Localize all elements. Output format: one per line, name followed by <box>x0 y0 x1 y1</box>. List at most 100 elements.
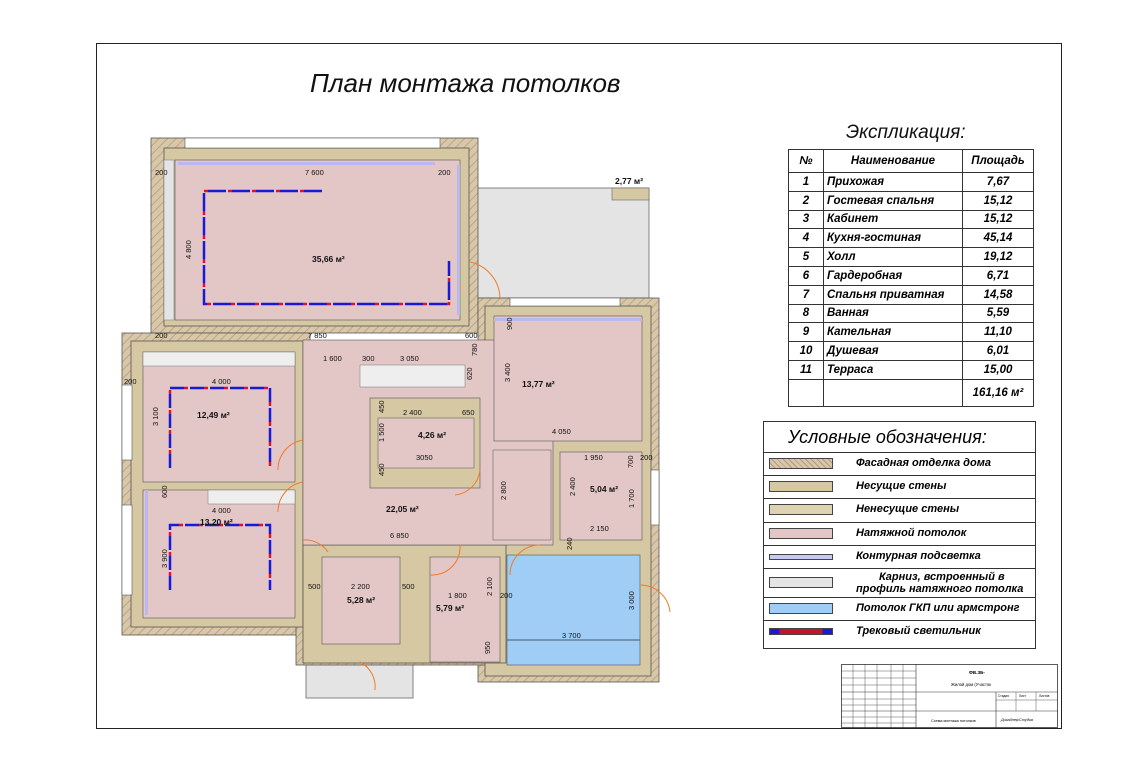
contour-private <box>494 318 642 321</box>
stamp-object: Жилой дом (Участок <box>951 682 991 687</box>
legend-item-contour: Контурная подсветка <box>764 546 1035 569</box>
cornice-guest <box>142 351 296 367</box>
stamp-stage-label: Стадия <box>998 694 1009 698</box>
window-top <box>184 137 441 149</box>
col-name: Наименование <box>823 149 963 173</box>
dim: 500 <box>402 582 415 591</box>
dim: 3 050 <box>400 354 419 363</box>
dim: 2 400 <box>403 408 422 417</box>
dim: 300 <box>362 354 375 363</box>
room-living <box>174 159 461 321</box>
dim: 200 <box>438 168 451 177</box>
room-hall-east <box>492 449 552 541</box>
contour-living-right <box>457 165 460 315</box>
terrace-step <box>611 187 650 201</box>
swatch-stretch <box>769 527 833 539</box>
dim: 950 <box>483 641 492 654</box>
room-gkp <box>506 554 641 666</box>
cornice-cabinet <box>207 489 296 505</box>
window-left-cabinet <box>121 504 133 596</box>
area-terrace: 2,77 м² <box>615 176 643 186</box>
dim: 4 000 <box>212 377 231 386</box>
legend-item-bearing: Несущие стены <box>764 476 1035 500</box>
dim: 3 000 <box>627 591 636 610</box>
swatch-nonbearing <box>769 504 833 516</box>
stamp-sheet-name: Схема монтажа потолков <box>931 719 976 723</box>
area-private: 13,77 м² <box>522 379 555 389</box>
contour-cabinet <box>145 490 148 615</box>
dim: 2 150 <box>590 524 609 533</box>
dim: 600 <box>465 331 478 340</box>
area-boiler: 5,04 м² <box>590 484 618 494</box>
track-light-guest <box>168 386 272 468</box>
drawing-frame <box>96 43 1062 729</box>
swatch-facade <box>769 458 833 469</box>
dim: 3050 <box>416 453 433 462</box>
legend-title: Условные обозначения: <box>764 422 1035 453</box>
dim: 200 <box>155 331 168 340</box>
dim: 4 050 <box>552 427 571 436</box>
dim: 2 400 <box>568 477 577 496</box>
window-private <box>509 297 621 307</box>
area-bathroom: 5,28 м² <box>347 595 375 605</box>
page-title: План монтажа потолков <box>310 68 621 98</box>
legend-item-track: Трековый светильник <box>764 621 1035 643</box>
area-hall: 22,05 м² <box>386 504 419 514</box>
col-number: № <box>788 149 824 173</box>
terrace-area <box>472 187 650 299</box>
dim: 2 800 <box>499 481 508 500</box>
explication-title: Экспликация: <box>846 122 966 143</box>
dim: 500 <box>308 582 321 591</box>
dim: 450 <box>377 400 386 413</box>
room-boiler <box>559 451 643 541</box>
dim: 650 <box>462 408 475 417</box>
dim: 3 100 <box>151 407 160 426</box>
track-light-living <box>202 189 451 306</box>
dim: 600 <box>160 485 169 498</box>
legend-item-cornice: Карниз, встроенный в профиль натяжного п… <box>764 569 1035 598</box>
dim: 7 850 <box>308 331 327 340</box>
dim: 7 600 <box>305 168 324 177</box>
hall-cornice <box>359 364 466 388</box>
dim: 1 500 <box>377 423 386 442</box>
area-cabinet: 13,20 м² <box>200 517 233 527</box>
dim: 2 200 <box>351 582 370 591</box>
stamp-org: Дизайнер/Студия <box>1000 718 1033 722</box>
dim: 620 <box>465 367 474 380</box>
contour-living <box>178 162 435 165</box>
dim: 4 000 <box>212 506 231 515</box>
dim: 780 <box>470 343 479 356</box>
window-left-guest <box>121 384 133 461</box>
dim: 200 <box>155 168 168 177</box>
legend-item-facade: Фасадная отделка дома <box>764 453 1035 477</box>
swatch-contour <box>769 553 833 560</box>
dim: 240 <box>565 537 574 550</box>
stamp-sheet-label: Лист <box>1019 694 1026 698</box>
dim: 3 700 <box>562 631 581 640</box>
dim: 200 <box>640 453 653 462</box>
total-row: 161,16 м² <box>788 378 1034 407</box>
legend: Условные обозначения: Фасадная отделка д… <box>763 421 1036 649</box>
area-guest: 12,49 м² <box>197 410 230 420</box>
window-right <box>650 469 660 526</box>
legend-item-stretch: Натяжной потолок <box>764 523 1035 546</box>
room-private <box>493 315 643 442</box>
swatch-track <box>769 628 833 636</box>
dim: 1 600 <box>323 354 342 363</box>
col-area: Площадь <box>962 149 1034 173</box>
dim: 3 900 <box>160 549 169 568</box>
room-bathroom <box>321 556 401 645</box>
legend-item-nonbearing: Ненесущие стены <box>764 499 1035 523</box>
